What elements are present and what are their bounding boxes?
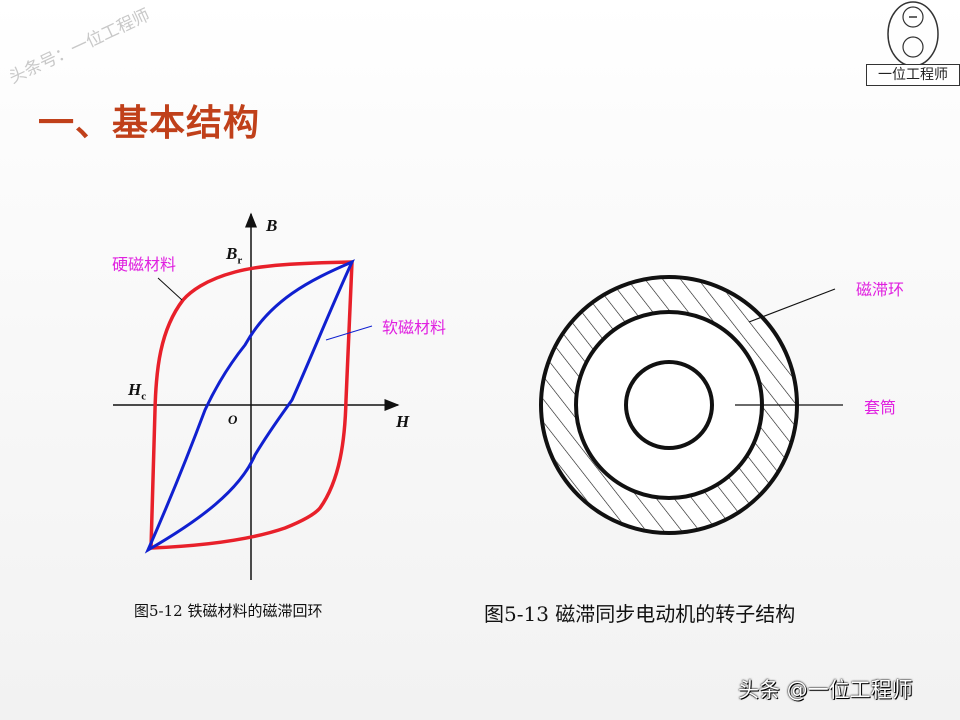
slide-title: 一、基本结构 bbox=[38, 103, 261, 144]
ring-label: 磁滞环 bbox=[856, 280, 905, 299]
ring-label-leader bbox=[748, 288, 836, 323]
soft-material-loop bbox=[144, 259, 355, 554]
shaft-bore bbox=[624, 360, 714, 450]
soft-label-leader bbox=[325, 325, 373, 341]
origin-label: O bbox=[228, 412, 238, 427]
hard-material-label: 硬磁材料 bbox=[112, 255, 177, 274]
footer-watermark: 头条 @一位工程师 bbox=[738, 678, 913, 702]
br-label: Br bbox=[226, 244, 243, 267]
hc-label: Hc bbox=[128, 380, 147, 403]
hard-label-leader bbox=[157, 277, 183, 301]
sleeve-label: 套筒 bbox=[864, 398, 897, 417]
rotor-diagram bbox=[539, 275, 843, 535]
h-axis-label: H bbox=[396, 412, 410, 431]
figure-caption-left: 图5-12 铁磁材料的磁滞回环 bbox=[134, 602, 323, 620]
b-axis-label: B bbox=[266, 216, 278, 235]
figure-caption-right: 图5-13 磁滞同步电动机的转子结构 bbox=[484, 602, 796, 626]
soft-material-label: 软磁材料 bbox=[382, 318, 447, 337]
